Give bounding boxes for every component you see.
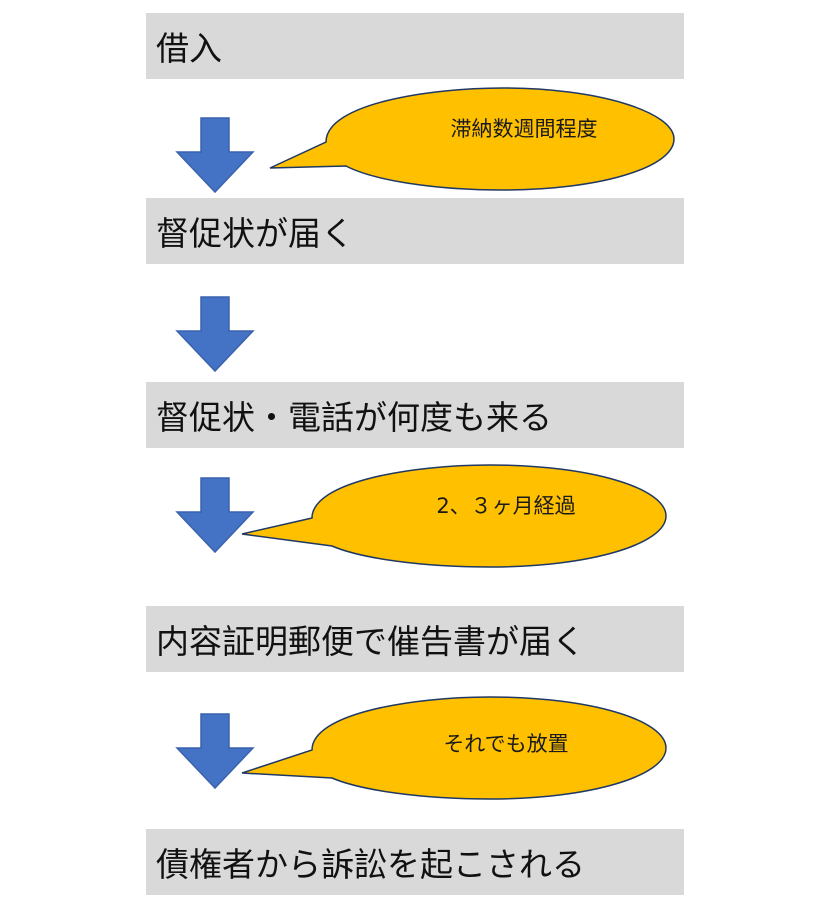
flow-step-borrowing: 借入	[146, 13, 684, 79]
down-arrow-icon	[175, 296, 255, 373]
speech-bubble-shape	[241, 464, 667, 568]
flow-step-label: 督促状が届く	[156, 214, 354, 253]
speech-bubble-shape	[241, 696, 667, 800]
callout-bubble: 滞納数週間程度	[268, 84, 678, 194]
flow-step-label: 借入	[156, 29, 222, 68]
callout-bubble: それでも放置	[240, 694, 670, 802]
down-arrow-icon	[175, 713, 255, 790]
flow-step-label: 督促状・電話が何度も来る	[156, 398, 552, 437]
flow-step-repeated-reminders: 督促状・電話が何度も来る	[146, 382, 684, 448]
down-arrow-icon	[175, 477, 255, 554]
speech-bubble-shape	[269, 87, 675, 191]
down-arrow-icon	[175, 117, 255, 194]
callout-text: 2、３ヶ月経過	[436, 494, 576, 518]
flow-step-label: 債権者から訴訟を起こされる	[156, 845, 585, 884]
flow-step-certified-demand-letter: 内容証明郵便で催告書が届く	[146, 606, 684, 672]
flow-step-label: 内容証明郵便で催告書が届く	[156, 622, 585, 661]
flow-step-reminder-letter: 督促状が届く	[146, 198, 684, 264]
callout-bubble: 2、３ヶ月経過	[240, 462, 670, 570]
flow-step-lawsuit: 債権者から訴訟を起こされる	[146, 829, 684, 895]
callout-text: 滞納数週間程度	[450, 117, 598, 141]
callout-text: それでも放置	[443, 732, 569, 756]
